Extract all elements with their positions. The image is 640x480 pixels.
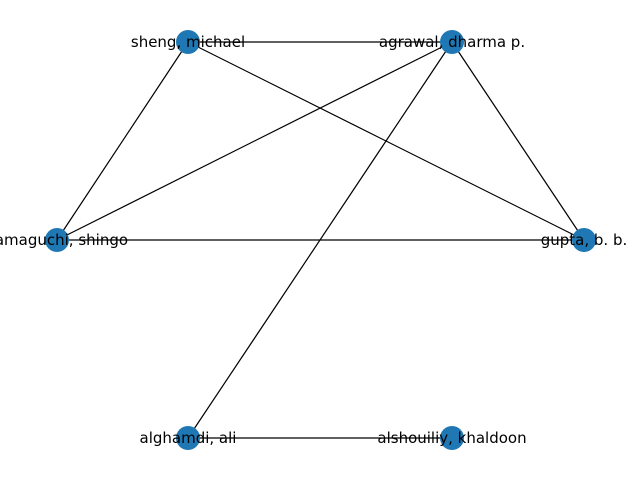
edge-sheng-yamaguchi: [56, 41, 189, 241]
node-label-sheng: sheng, michael: [131, 33, 245, 51]
nodes-layer: [45, 30, 596, 450]
node-label-gupta: gupta, b. b.: [541, 231, 628, 249]
node-label-yamaguchi: yamaguchi, shingo: [0, 231, 128, 249]
edge-agrawal-gupta: [451, 41, 585, 241]
node-alghamdi: [176, 426, 200, 450]
labels-layer: sheng, michael agrawal, dharma p. yamaguch…: [0, 33, 627, 447]
node-alshouiliy: [440, 426, 464, 450]
node-label-agrawal: agrawal, dharma p.: [379, 33, 525, 51]
node-label-alshouiliy: alshouiliy, khaldoon: [377, 429, 526, 447]
edge-agrawal-yamaguchi: [56, 41, 453, 241]
node-yamaguchi: [45, 228, 69, 252]
node-gupta: [572, 228, 596, 252]
node-label-alghamdi: alghamdi, ali: [140, 429, 237, 447]
node-sheng: [176, 30, 200, 54]
node-agrawal: [440, 30, 464, 54]
edges-layer: [56, 41, 585, 439]
